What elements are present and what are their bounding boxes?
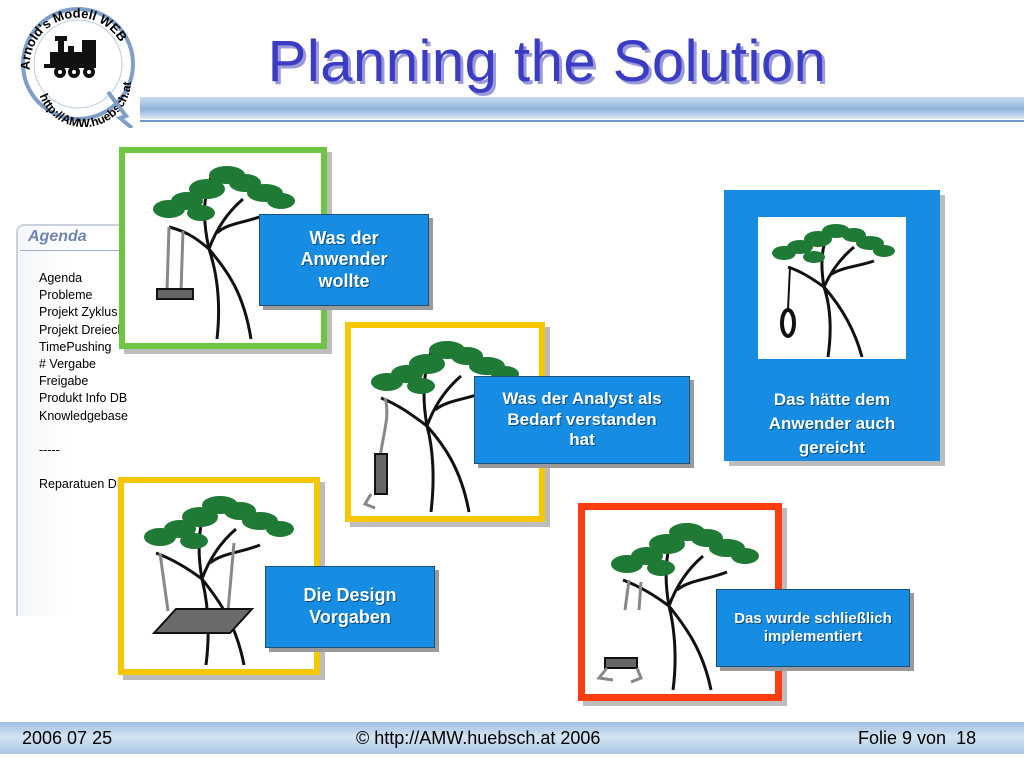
tree-swing-illustration: [144, 496, 294, 666]
slide-title: Planning the Solution: [267, 29, 827, 94]
agenda-item: [39, 425, 149, 442]
analyst-label: Was der Analyst als Bedarf verstanden ha…: [474, 376, 690, 464]
agenda-separator: -----: [39, 442, 60, 457]
locomotive-icon: [44, 36, 96, 78]
agenda-item[interactable]: Probleme: [39, 288, 93, 303]
agenda-item[interactable]: TimePushing: [39, 339, 112, 354]
implemented-panel-frame: [578, 503, 782, 701]
agenda-item[interactable]: Agenda: [39, 271, 83, 285]
agenda-divider: [20, 250, 130, 251]
agenda-title: Agenda: [28, 228, 87, 245]
design-label: Die Design Vorgaben: [265, 566, 435, 648]
user-label: Was der Anwender wollte: [259, 214, 429, 306]
footer-slide-number: Folie 9 von 18: [858, 728, 977, 748]
header-band: [140, 97, 1024, 119]
tree-tire-swing-illustration: [772, 224, 895, 358]
needed-image: [758, 217, 906, 359]
agenda-item[interactable]: Projekt Dreieck: [39, 322, 124, 337]
tree-swing-illustration: [153, 166, 295, 340]
agenda-item[interactable]: Projekt Zyklus: [39, 305, 118, 320]
agenda-item[interactable]: Freigabe: [39, 374, 89, 389]
header-divider: [140, 120, 1024, 122]
agenda-item[interactable]: Reparatuen DB: [39, 477, 126, 492]
footer-band: [0, 722, 1024, 754]
tree-swing-illustration: [596, 523, 759, 691]
agenda-item[interactable]: Knowledgebase: [39, 408, 128, 423]
implemented-label: Das wurde schließlich implementiert: [716, 589, 910, 667]
footer-date: 2006 07 25: [22, 728, 113, 748]
logo[interactable]: Arnold's Modell WEB http://AMW.huebsch.a…: [8, 0, 148, 128]
needed-label: Das hätte dem Anwender auch gereicht: [768, 390, 896, 457]
agenda-item[interactable]: Produkt Info DB: [39, 391, 128, 406]
footer-copyright[interactable]: © http://AMW.huebsch.at 2006: [356, 728, 601, 748]
agenda-item[interactable]: # Vergabe: [39, 356, 96, 371]
agenda-item: [39, 459, 149, 476]
agenda-list: Agenda Probleme Projekt Zyklus Projekt D…: [39, 270, 149, 493]
